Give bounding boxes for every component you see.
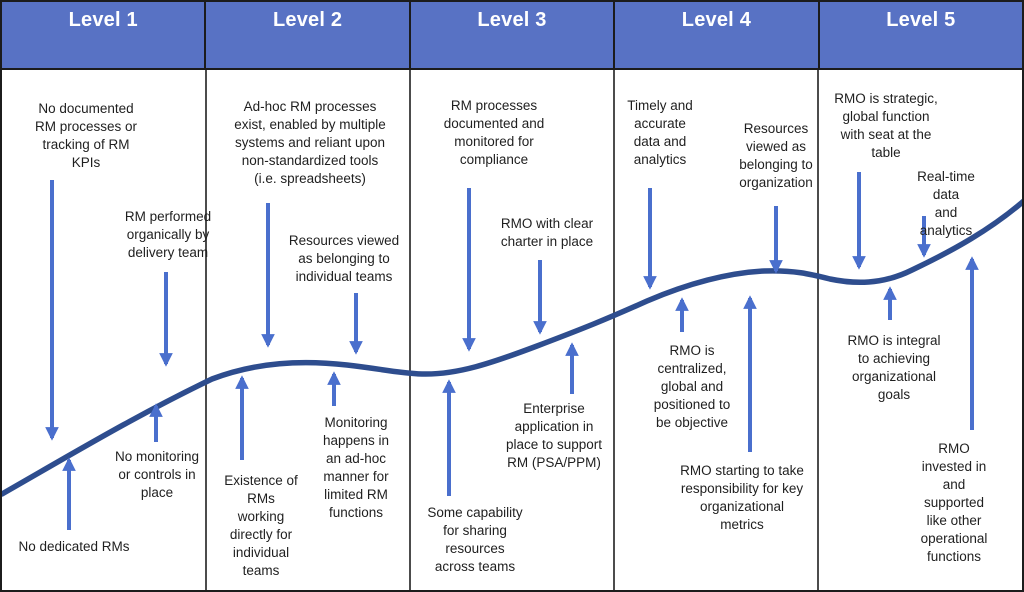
header-level-3: Level 3: [410, 2, 616, 68]
column-divider: [409, 68, 411, 590]
annotation-text: RMO with clear charter in place: [500, 216, 594, 249]
level-header-row: Level 1 Level 2 Level 3 Level 4 Level 5: [2, 2, 1022, 70]
annotation-text: Monitoring happens in an ad-hoc manner f…: [322, 415, 390, 520]
annotation-text: Ad-hoc RM processes exist, enabled by mu…: [234, 99, 386, 186]
annotation-text: Timely and accurate data and analytics: [627, 98, 693, 167]
header-level-1: Level 1: [2, 2, 207, 68]
annotation-text: RMO is centralized, global and positione…: [653, 343, 731, 430]
maturity-curve: [2, 198, 1022, 497]
annotation-text: Some capability for sharing resources ac…: [427, 505, 523, 574]
column-divider: [613, 68, 615, 590]
annotation-text: Resources viewed as belonging to individ…: [288, 233, 400, 284]
annotation-text: RM performed organically by delivery tea…: [124, 209, 212, 260]
annotation-text: No documented RM processes or tracking o…: [34, 101, 138, 170]
header-level-4: Level 4: [615, 2, 820, 68]
column-divider: [205, 68, 207, 590]
annotation-text: No monitoring or controls in place: [114, 449, 200, 500]
annotation-text: RMO is strategic, global function with s…: [834, 91, 938, 160]
annotation-text: No dedicated RMs: [18, 539, 130, 554]
annotation-text: Resources viewed as belonging to organiz…: [739, 121, 813, 190]
annotation-text: RMO starting to take responsibility for …: [680, 463, 804, 532]
annotation-text: Real-time data and analytics: [917, 169, 975, 238]
header-level-2: Level 2: [206, 2, 411, 68]
annotation-text: Existence of RMs working directly for in…: [224, 473, 298, 578]
arrow-layer: [45, 172, 979, 530]
annotation-text: RM processes documented and monitored fo…: [443, 98, 545, 167]
column-divider: [817, 68, 819, 590]
header-level-5: Level 5: [819, 2, 1022, 68]
annotation-text: RMO invested in and supported like other…: [920, 441, 988, 564]
annotation-text: Enterprise application in place to suppo…: [505, 401, 603, 470]
annotation-text: RMO is integral to achieving organizatio…: [847, 333, 941, 402]
